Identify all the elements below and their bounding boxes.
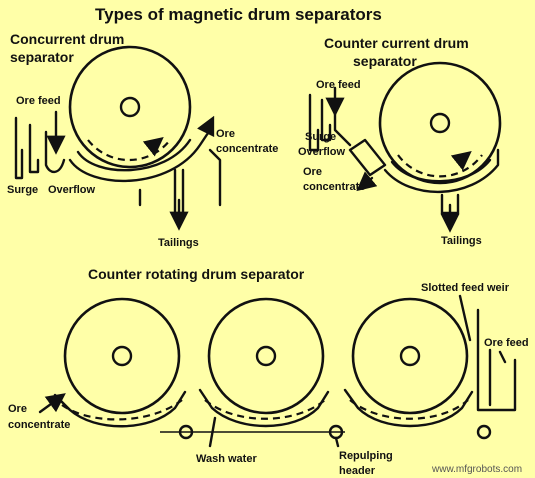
counter-current-ore-feed-label: Ore feed: [316, 79, 361, 91]
counter-current-surge-wall: [308, 93, 320, 152]
counter-current-surge-label: Surge: [305, 131, 336, 143]
counter-rotating-tank-2: [198, 388, 330, 428]
counter-current-flow-dash: [397, 154, 483, 178]
concurrent-tank-inner: [76, 138, 192, 172]
counter-rotating-valve-3: [476, 424, 492, 440]
concurrent-tank-outer: [68, 128, 212, 183]
counter-rotating-tank-3: [343, 388, 474, 428]
counter-rotating-repulping-leader: [334, 436, 340, 448]
counter-current-concentrate-arrow: [356, 171, 378, 192]
counter-rotating-separator: Counter rotating drum separator Slotted …: [8, 266, 529, 477]
concurrent-tailings-chute: [173, 168, 185, 215]
counter-rotating-flow-1: [61, 399, 183, 421]
concurrent-drum: [68, 45, 192, 169]
concurrent-ore-concentrate-label-1: Ore: [216, 128, 235, 140]
concurrent-tank-legs: [138, 148, 222, 207]
concurrent-concentrate-arrow: [196, 115, 215, 138]
concurrent-tailings-label: Tailings: [158, 237, 199, 249]
counter-rotating-ore-feed-leader: [498, 350, 507, 364]
counter-rotating-drum-2-hub: [255, 345, 277, 367]
concurrent-rotation-arrow: [142, 137, 164, 157]
counter-rotating-flow-3: [349, 399, 469, 420]
counter-current-tank-inner: [390, 158, 492, 183]
counter-rotating-concentrate-arrow: [38, 393, 66, 414]
counter-rotating-ore-concentrate-label-2: concentrate: [8, 419, 70, 431]
concurrent-surge-label: Surge: [7, 184, 38, 196]
counter-rotating-wash-water-leader: [208, 416, 217, 448]
counter-rotating-ore-feed-label: Ore feed: [484, 337, 529, 349]
counter-rotating-ore-concentrate-label-1: Ore: [8, 403, 27, 415]
counter-current-separator: Counter current drum separator Ore feed …: [298, 35, 502, 247]
counter-rotating-drum-3: [351, 297, 469, 415]
counter-rotating-drum-1: [63, 297, 181, 415]
counter-rotating-flow-2: [204, 399, 326, 420]
counter-rotating-valve-1: [178, 424, 194, 440]
concurrent-heading-line1: Concurrent drum: [10, 31, 124, 47]
counter-current-tank-outer: [383, 148, 500, 194]
counter-rotating-drum-1-hub: [111, 345, 133, 367]
counter-rotating-drum-2: [207, 297, 325, 415]
diagram-title: Types of magnetic drum separators: [95, 5, 382, 24]
counter-rotating-feed-box: [476, 308, 517, 412]
counter-rotating-wash-water-label: Wash water: [196, 453, 257, 465]
counter-rotating-repulping-label-2: header: [339, 465, 376, 477]
counter-current-overflow-wall: [320, 98, 332, 142]
concurrent-ore-feed-label: Ore feed: [16, 95, 61, 107]
counter-rotating-slotted-feed-weir-label: Slotted feed weir: [421, 282, 510, 294]
counter-current-overflow-label: Overflow: [298, 146, 346, 158]
counter-current-heading-line1: Counter current drum: [324, 35, 469, 51]
counter-current-concentrate-chute: [348, 138, 387, 177]
watermark-text: www.mfgrobots.com: [431, 464, 522, 475]
concurrent-heading-line2: separator: [10, 49, 74, 65]
concurrent-ore-concentrate-label-2: concentrate: [216, 143, 278, 155]
counter-current-ore-concentrate-label-2: concentrate: [303, 181, 365, 193]
counter-rotating-heading: Counter rotating drum separator: [88, 266, 305, 282]
counter-rotating-repulping-label-1: Repulping: [339, 450, 393, 462]
counter-current-rotation-arrow: [450, 151, 472, 171]
counter-rotating-drum-3-hub: [399, 345, 421, 367]
counter-current-ore-concentrate-label-1: Ore: [303, 166, 322, 178]
counter-current-tailings-label: Tailings: [441, 235, 482, 247]
concurrent-surge-wall: [14, 116, 24, 180]
concurrent-drum-hub: [119, 96, 141, 118]
counter-rotating-weir-leader: [458, 294, 472, 342]
concurrent-feed-box: [44, 130, 66, 174]
concurrent-overflow-wall: [28, 123, 40, 174]
counter-current-drum: [378, 61, 502, 185]
counter-current-heading-line2: separator: [353, 53, 417, 69]
concurrent-separator: Concurrent drum separator Ore feed Ore c…: [7, 31, 278, 249]
concurrent-overflow-label: Overflow: [48, 184, 96, 196]
counter-current-feed-box: [333, 102, 352, 147]
counter-rotating-tank-1: [53, 390, 187, 428]
counter-current-drum-hub: [429, 112, 451, 134]
